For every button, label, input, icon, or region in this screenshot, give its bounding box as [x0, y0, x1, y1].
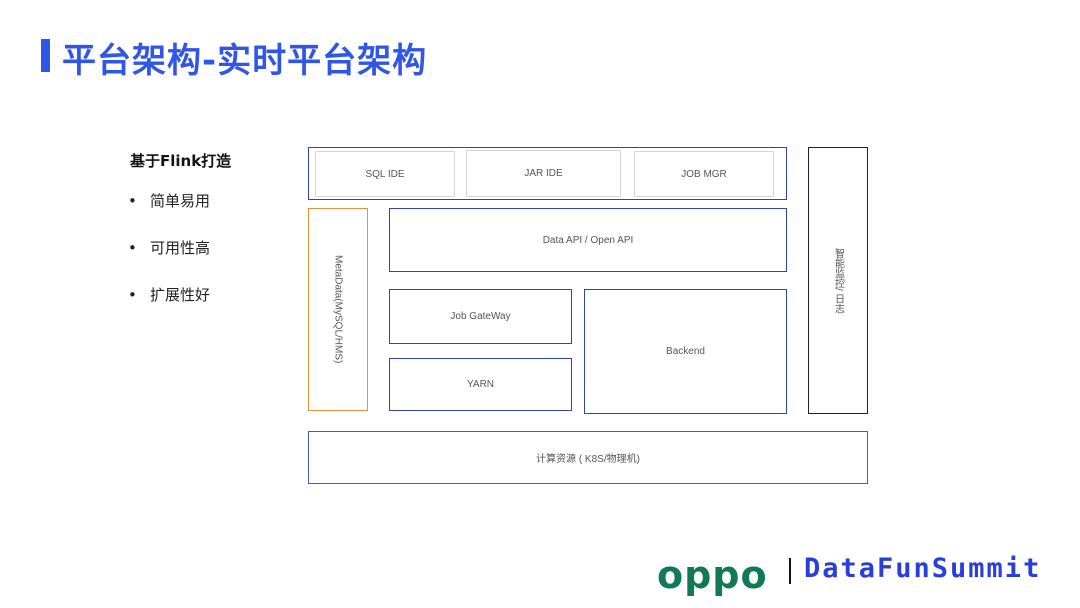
footer-separator [789, 558, 791, 584]
list-item: •简单易用 [128, 192, 211, 210]
job-gateway-box: Job GateWay [389, 289, 572, 344]
jar-ide-box: JAR IDE [466, 150, 621, 197]
subtitle: 基于Flink打造 [130, 152, 232, 170]
datafunsummit-logo: DataFunSummit [804, 553, 1042, 584]
feature-list: •简单易用 •可用性高 •扩展性好 [128, 190, 210, 331]
compute-resource-box: 计算资源 ( K8S/物理机) [308, 431, 868, 484]
job-mgr-box: JOB MGR [634, 151, 774, 197]
sql-ide-box: SQL IDE [315, 151, 455, 197]
oppo-logo: oppo [657, 553, 768, 597]
metadata-box: MetaData(MySQL/HMS) [308, 208, 368, 411]
bullet-icon: • [128, 192, 137, 210]
ide-row [308, 147, 787, 200]
bullet-icon: • [128, 286, 137, 304]
list-item: •扩展性好 [128, 286, 211, 304]
backend-box: Backend [584, 289, 787, 414]
yarn-box: YARN [389, 358, 572, 411]
slide-title: 平台架构-实时平台架构 [62, 41, 428, 81]
title-accent-bar [41, 39, 50, 72]
bullet-icon: • [128, 239, 137, 257]
monitor-label: 智能监控/ 日志 [832, 247, 844, 314]
monitor-box: 智能监控/ 日志 [808, 147, 868, 414]
metadata-label: MetaData(MySQL/HMS) [332, 255, 344, 364]
data-api-box: Data API / Open API [389, 208, 787, 272]
list-item: •可用性高 [128, 239, 211, 257]
